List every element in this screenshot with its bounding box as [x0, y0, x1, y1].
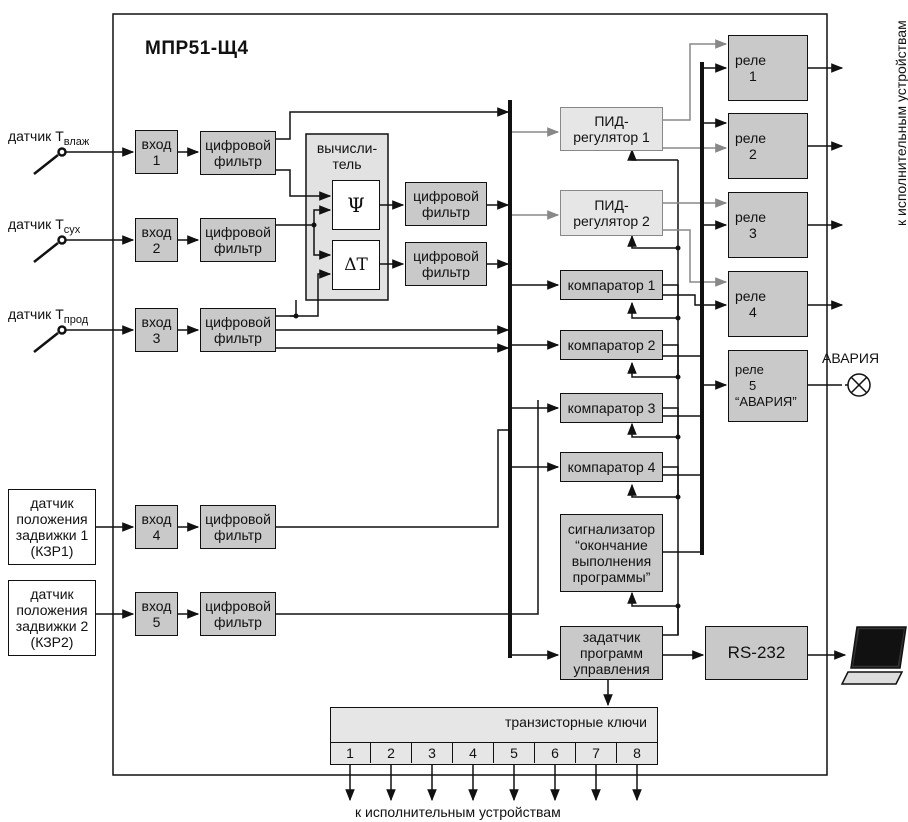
key-1: 1	[330, 743, 371, 763]
device-title: МПР51-Щ4	[145, 38, 249, 59]
comparator-1: компаратор 1	[560, 270, 663, 300]
rs232-interface: RS-232	[705, 626, 808, 680]
key-7: 7	[576, 743, 617, 763]
sensor-t-prod-label: датчик Tпрод	[8, 306, 89, 326]
key-5: 5	[494, 743, 535, 763]
key-2: 2	[371, 743, 412, 763]
device-border	[112, 13, 828, 776]
outputs-right-caption: к исполнительным устройствам	[893, 20, 908, 226]
laptop-icon	[840, 626, 907, 685]
outputs-bottom-caption: к исполнительным устройствам	[355, 804, 561, 820]
key-8: 8	[633, 745, 641, 761]
comparator-2: компаратор 2	[560, 330, 663, 360]
key-4: 4	[453, 743, 494, 763]
pid-regulator-2: ПИД-регулятор 2	[560, 190, 663, 236]
key-3: 3	[412, 743, 453, 763]
transistor-keys-divider	[330, 742, 658, 743]
sensor-t-wet-label: датчик Tвлаж	[8, 128, 90, 148]
transistor-keys-title: транзисторные ключи	[504, 714, 647, 730]
key-6: 6	[535, 743, 576, 763]
sensor-t-dry-label: датчик Tсух	[8, 216, 81, 236]
alarm-lamp-icon	[847, 373, 871, 397]
comparator-4: компаратор 4	[560, 452, 663, 482]
probe-icons	[33, 147, 67, 353]
calculator-label: вычисли-тель	[316, 140, 378, 172]
alarm-label: АВАРИЯ	[822, 350, 880, 366]
delta-t-block: ΔT	[332, 240, 380, 290]
transistor-keys: транзисторные ключи	[330, 707, 658, 765]
psi-block: Ψ	[332, 180, 380, 230]
pid-regulator-1: ПИД-регулятор 1	[560, 107, 663, 151]
comparator-3: компаратор 3	[560, 393, 663, 423]
